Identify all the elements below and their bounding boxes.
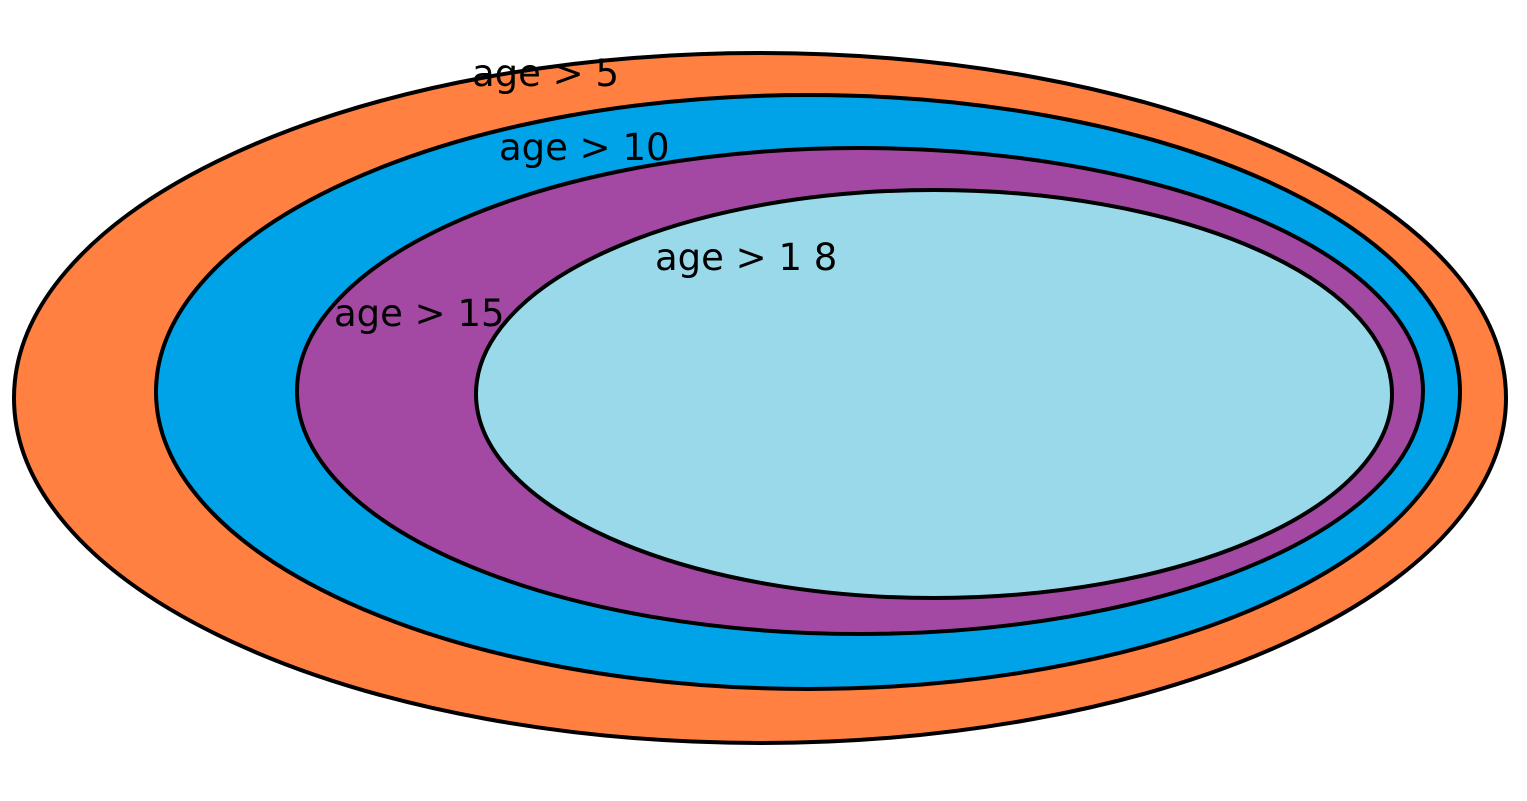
- set-age-gt-18-ellipse: [474, 188, 1394, 600]
- set-age-gt-15-label: age > 15: [334, 292, 505, 335]
- set-age-gt-5-label: age > 5: [472, 52, 619, 95]
- set-age-gt-18-label: age > 1 8: [655, 236, 837, 279]
- set-age-gt-10-label: age > 10: [499, 126, 670, 169]
